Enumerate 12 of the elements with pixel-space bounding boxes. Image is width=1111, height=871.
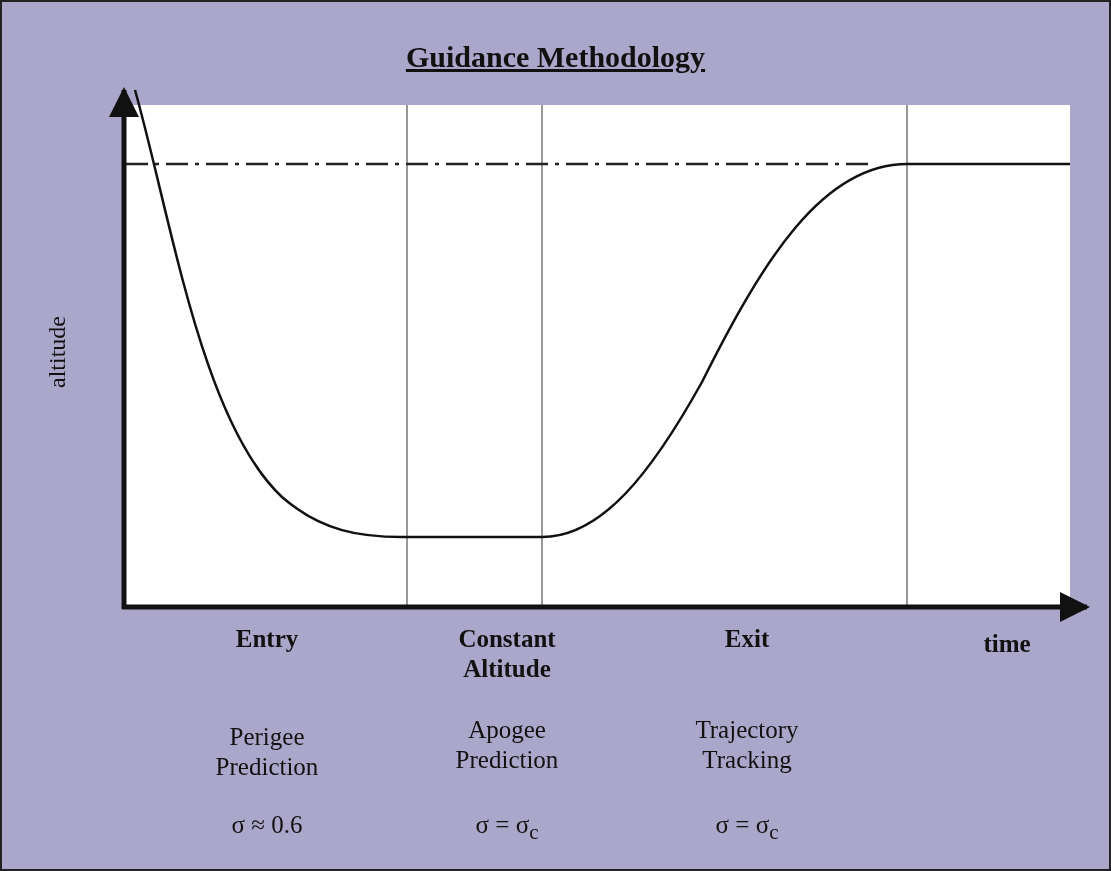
method-name: Trajectory Tracking: [694, 715, 800, 775]
phase-name: Entry: [234, 624, 300, 654]
phase-name: Exit: [723, 624, 771, 654]
formula: σ = σ$_{c}$: [714, 810, 780, 846]
method-name: Apogee Prediction: [454, 715, 560, 775]
axis-label: time: [982, 629, 1032, 659]
phase-name: Constant Altitude: [457, 624, 557, 684]
formula: σ ≈ 0.6: [230, 810, 304, 840]
title: Guidance Methodology: [404, 40, 707, 74]
formula: σ = σ$_{c}$: [474, 810, 540, 846]
method-name: Perigee Prediction: [214, 722, 320, 782]
axis-label: altitude: [43, 315, 71, 390]
